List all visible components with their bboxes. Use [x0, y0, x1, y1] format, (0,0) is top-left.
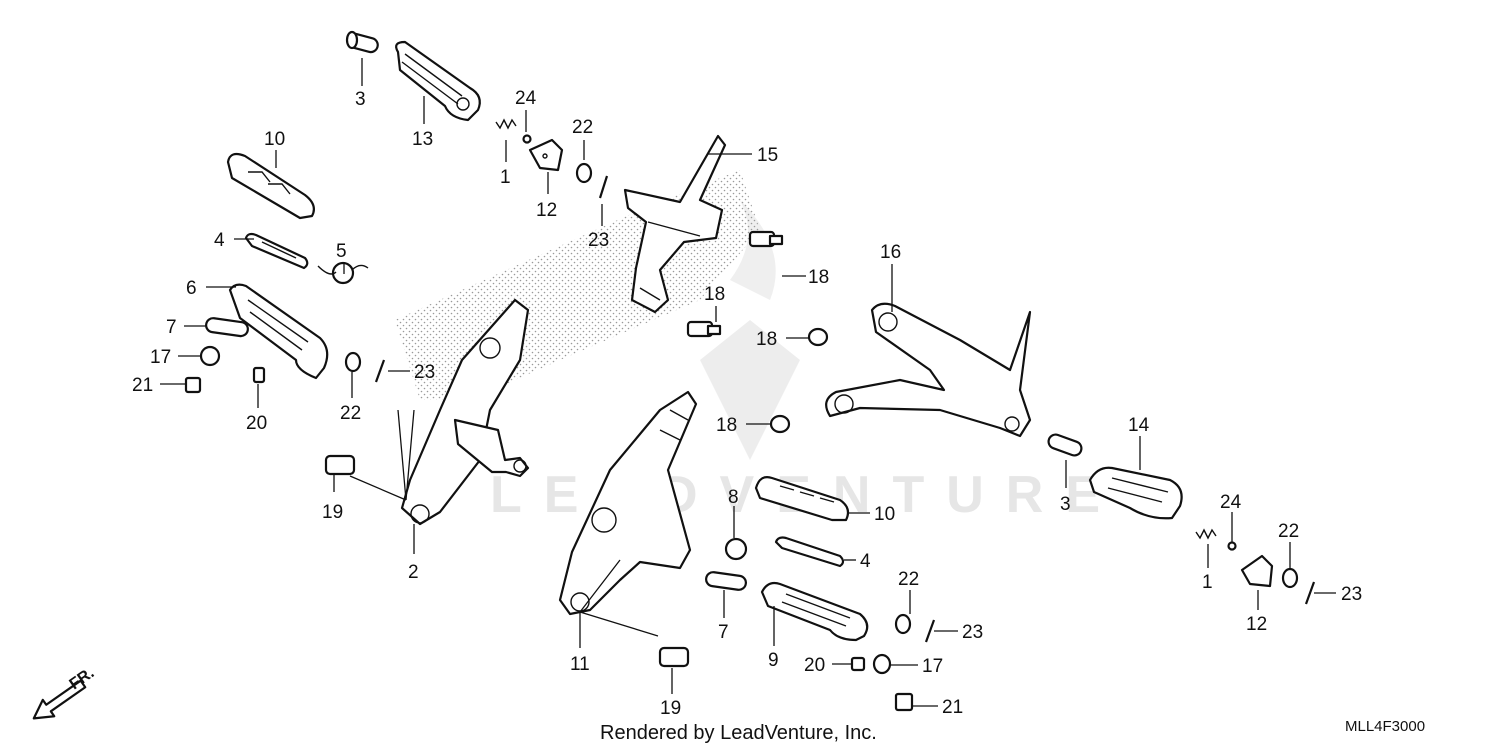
leader-lines: [160, 58, 1336, 707]
callout-p23d: 23: [962, 622, 983, 643]
diagram-code: MLL4F3000: [1345, 718, 1425, 735]
part-1-spring-right[interactable]: [1195, 528, 1217, 540]
part-10-peg-rubber-left[interactable]: [226, 152, 315, 220]
part-13-pillion-step-left[interactable]: [395, 40, 481, 122]
part-7-pin-right[interactable]: [705, 571, 747, 591]
callout-p19a: 19: [322, 502, 343, 523]
part-22-washer-right[interactable]: [1281, 567, 1299, 589]
part-22-washer-upper[interactable]: [575, 162, 593, 184]
part-19-bolt-left[interactable]: [324, 454, 356, 476]
part-14-pillion-step-right[interactable]: [1088, 466, 1183, 520]
callout-p18b: 18: [704, 284, 725, 305]
part-6-footpeg-left[interactable]: [228, 283, 329, 380]
callout-p22a: 22: [572, 117, 593, 138]
callout-p24a: 24: [515, 88, 537, 109]
callout-p14: 14: [1128, 415, 1150, 436]
callout-p21b: 21: [942, 697, 963, 718]
part-21-bolt-left[interactable]: [184, 376, 202, 394]
callout-p23c: 23: [1341, 584, 1362, 605]
arrow-icon: [32, 679, 87, 720]
part-16-pillion-bracket[interactable]: [825, 302, 1032, 438]
callout-p18d: 18: [716, 415, 737, 436]
callout-p4b: 4: [860, 551, 871, 572]
callout-p22c: 22: [1278, 521, 1299, 542]
callout-p10a: 10: [264, 129, 285, 150]
part-17-collar-left[interactable]: [199, 345, 221, 367]
callout-p5: 5: [336, 241, 347, 262]
callout-p1b: 1: [1202, 572, 1213, 593]
callout-p8: 8: [728, 487, 739, 508]
part-20-screw-left[interactable]: [252, 366, 266, 384]
callout-p20a: 20: [246, 413, 267, 434]
front-direction-indicator: FR.: [32, 665, 97, 720]
part-12-plate-right[interactable]: [1240, 554, 1274, 588]
part-24-ball-right[interactable]: [1227, 541, 1237, 551]
part-23-cotter-left[interactable]: [374, 359, 386, 383]
callout-p7a: 7: [166, 317, 177, 338]
part-18-bolt-b[interactable]: [686, 320, 722, 338]
callout-p3b: 3: [1060, 494, 1071, 515]
part-15-bracket[interactable]: [623, 134, 727, 314]
callout-p18a: 18: [808, 267, 829, 288]
part-5-spring[interactable]: [317, 261, 369, 285]
part-4-plate-right[interactable]: [774, 536, 845, 568]
callout-p10b: 10: [874, 504, 895, 525]
callout-p7b: 7: [718, 622, 729, 643]
callout-p13: 13: [412, 129, 433, 150]
part-10-peg-rubber-right[interactable]: [754, 476, 850, 522]
part-22-washer-left[interactable]: [344, 351, 362, 373]
part-20-screw-right[interactable]: [850, 656, 866, 672]
part-23-cotter-right[interactable]: [1304, 581, 1316, 605]
part-19-bolt-right[interactable]: [658, 646, 690, 668]
part-2-step-holder[interactable]: [400, 298, 530, 526]
callout-p18c: 18: [756, 329, 777, 350]
callout-p15: 15: [757, 145, 778, 166]
part-18-nut-c[interactable]: [807, 327, 829, 347]
part-8-spring[interactable]: [724, 537, 748, 561]
part-18-nut-d[interactable]: [769, 414, 791, 434]
callout-p17a: 17: [150, 347, 171, 368]
part-4-plate-left[interactable]: [244, 232, 309, 270]
part-21-bolt-right[interactable]: [894, 692, 914, 712]
callout-p22d: 22: [898, 569, 919, 590]
part-3-pin-upper[interactable]: [345, 30, 380, 54]
callout-p19b: 19: [660, 698, 681, 719]
callout-p21a: 21: [132, 375, 153, 396]
part-1-spring-upper[interactable]: [495, 118, 517, 130]
part-24-ball-upper[interactable]: [522, 134, 532, 144]
callout-p24b: 24: [1220, 492, 1242, 513]
part-17-collar-right[interactable]: [872, 653, 892, 675]
callout-p20b: 20: [804, 655, 825, 676]
part-9-footpeg-right[interactable]: [760, 581, 869, 642]
callout-p23a: 23: [588, 230, 609, 251]
credit-text: Rendered by LeadVenture, Inc.: [600, 722, 877, 744]
callout-p22b: 22: [340, 403, 361, 424]
callout-p9: 9: [768, 650, 779, 671]
callout-labels: 3 13 24 1 22 12 15 23 10 4 5 6 7 17 21 2…: [132, 88, 1362, 719]
callout-p12b: 12: [1246, 614, 1267, 635]
part-18-bolt-a[interactable]: [748, 230, 784, 248]
part-7-pin-left[interactable]: [205, 317, 249, 338]
callout-p17b: 17: [922, 656, 943, 677]
part-23-cotter-upper[interactable]: [598, 175, 609, 199]
part-23-cotter-mid[interactable]: [924, 619, 936, 643]
callout-p3a: 3: [355, 89, 366, 110]
part-3-pin-right[interactable]: [1047, 433, 1084, 458]
callout-p11: 11: [570, 654, 590, 675]
part-22-washer-mid[interactable]: [894, 613, 912, 635]
callout-p12a: 12: [536, 200, 557, 221]
callout-p4a: 4: [214, 230, 225, 251]
callout-p23b: 23: [414, 362, 435, 383]
part-11-step-holder-right[interactable]: [558, 390, 698, 616]
part-12-plate-upper[interactable]: [528, 138, 564, 172]
callout-p1a: 1: [500, 167, 511, 188]
callout-p16: 16: [880, 242, 901, 263]
callout-p2: 2: [408, 562, 419, 583]
callout-p6: 6: [186, 278, 197, 299]
